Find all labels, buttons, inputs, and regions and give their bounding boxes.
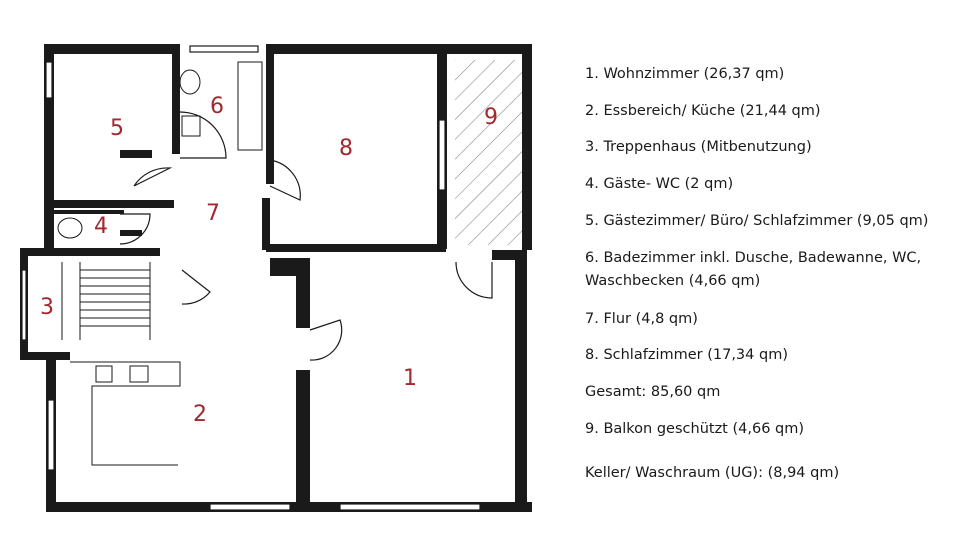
room-4-number: 4: [94, 214, 108, 239]
legend-item-3: 3. Treppenhaus (Mitbenutzung): [585, 139, 812, 155]
room-2-number: 2: [193, 402, 207, 427]
bath-fixtures: [57, 61, 263, 239]
balcony-hatch: [455, 60, 525, 245]
legend-item-8: 8. Schlafzimmer (17,34 qm): [585, 347, 788, 363]
room-1-number: 1: [403, 366, 417, 391]
windows: [21, 45, 481, 511]
legend-item-9: 9. Balkon geschützt (4,66 qm): [585, 421, 805, 437]
stairs: [61, 262, 151, 340]
legend-item-2: 2. Essbereich/ Küche (21,44 qm): [585, 103, 821, 119]
legend-item-6: 6. Badezimmer inkl. Dusche, Badewanne, W…: [585, 250, 922, 266]
legend-item-1: 1. Wohnzimmer (26,37 qm): [585, 66, 785, 82]
room-6-number: 6: [210, 94, 224, 119]
room-7-number: 7: [206, 201, 220, 226]
keller-note: Keller/ Waschraum (UG): (8,94 qm): [585, 465, 840, 481]
legend-item-4: 4. Gäste- WC (2 qm): [585, 176, 734, 192]
total-area: Gesamt: 85,60 qm: [585, 384, 721, 400]
legend-item-5: 5. Gästezimmer/ Büro/ Schlafzimmer (9,05…: [585, 213, 929, 229]
room-5-number: 5: [110, 116, 124, 141]
room-9-number: 9: [484, 105, 498, 130]
room-3-number: 3: [40, 295, 54, 320]
room-8-number: 8: [339, 136, 353, 161]
doors: [119, 111, 493, 361]
floor-plan: 1 2 3 4 5 6 7 8 9: [20, 44, 532, 512]
room-labels: 1 2 3 4 5 6 7 8 9: [40, 94, 498, 427]
legend-item-7: 7. Flur (4,8 qm): [585, 311, 698, 327]
legend-item-6-cont: Waschbecken (4,66 qm): [585, 273, 761, 289]
kitchen-counter: [70, 361, 181, 466]
room-legend: 1. Wohnzimmer (26,37 qm) 2. Essbereich/ …: [585, 0, 955, 551]
